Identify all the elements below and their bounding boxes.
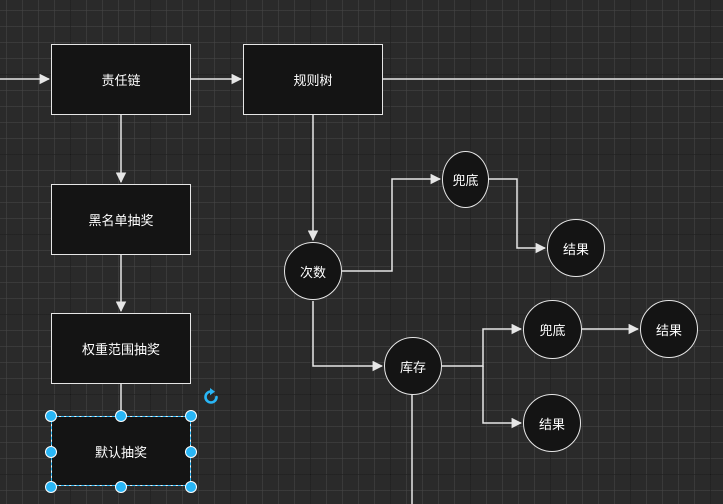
node-default-lottery[interactable]: 默认抽奖	[51, 416, 191, 486]
node-fallback-mid[interactable]: 兜底	[523, 300, 582, 359]
node-weight-range-lottery[interactable]: 权重范围抽奖	[51, 313, 191, 384]
edge-times-to-fallback-top	[342, 173, 442, 272]
resize-handle-top-right[interactable]	[185, 410, 197, 422]
node-times[interactable]: 次数	[284, 242, 342, 300]
node-result-bottom[interactable]: 结果	[523, 394, 581, 452]
resize-handle-bottom-left[interactable]	[45, 481, 57, 493]
resize-handle-top-left[interactable]	[45, 410, 57, 422]
edge-inventory-to-result-bottom	[482, 366, 523, 429]
node-rule-tree[interactable]: 规则树	[243, 44, 383, 115]
resize-handle-bottom-right[interactable]	[185, 481, 197, 493]
edge-inventory-to-fallback-mid	[442, 323, 523, 367]
node-fallback-top[interactable]: 兜底	[442, 151, 489, 208]
node-chain-of-responsibility[interactable]: 责任链	[51, 44, 191, 115]
resize-handle-middle-right[interactable]	[185, 446, 197, 458]
edge-times-to-inventory	[312, 301, 384, 372]
edge-fallback-top-to-result-top	[488, 178, 547, 254]
resize-handle-middle-left[interactable]	[45, 446, 57, 458]
node-inventory[interactable]: 库存	[384, 337, 442, 395]
resize-handle-bottom-center[interactable]	[115, 481, 127, 493]
node-result-top[interactable]: 结果	[547, 219, 605, 277]
node-blacklist-lottery[interactable]: 黑名单抽奖	[51, 184, 191, 255]
node-result-mid[interactable]: 结果	[640, 300, 698, 358]
resize-handle-top-center[interactable]	[115, 410, 127, 422]
rotate-icon[interactable]	[201, 387, 221, 407]
